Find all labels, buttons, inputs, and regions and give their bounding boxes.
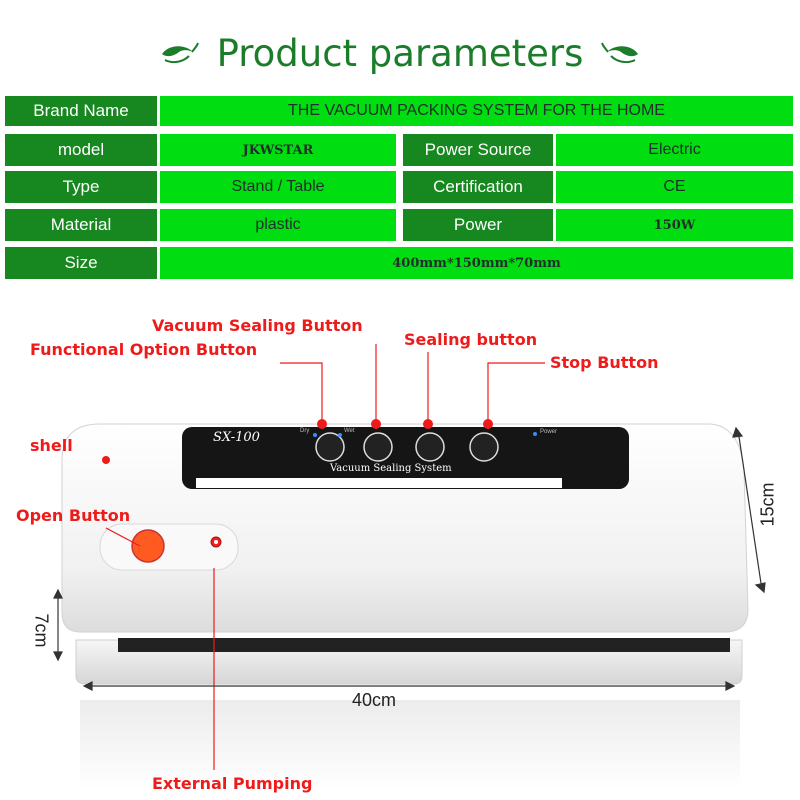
callout-shell: shell xyxy=(30,436,73,455)
dimension-width: 40cm xyxy=(352,690,397,710)
panel-model-label: SX-100 xyxy=(213,430,260,445)
row-value: plastic xyxy=(160,209,396,241)
row-label: Brand Name xyxy=(5,96,157,126)
row-value: 400mm*150mm*70mm xyxy=(160,247,793,279)
callout-external-pumping: External Pumping xyxy=(152,774,313,793)
table-row-size: Size 400mm*150mm*70mm xyxy=(5,247,793,279)
panel-wet-label: Wet xyxy=(344,428,355,434)
title-text: Product parameters xyxy=(216,31,584,75)
row-value: JKWSTAR xyxy=(160,134,396,166)
dimension-arrows xyxy=(53,426,766,691)
callout-sealing: Sealing button xyxy=(404,330,538,349)
callout-leaders xyxy=(105,344,545,770)
row-value: THE VACUUM PACKING SYSTEM FOR THE HOME xyxy=(160,96,793,126)
callout-open: Open Button xyxy=(16,506,131,525)
callout-vacuum-sealing: Vacuum Sealing Button xyxy=(152,316,363,335)
page-title: Product parameters xyxy=(0,28,800,78)
chili-pepper-icon xyxy=(161,42,199,64)
vacuum-sealer-illustration xyxy=(53,344,766,790)
row-label: Material xyxy=(5,209,157,241)
row-value-2: 150W xyxy=(556,209,793,241)
row-label: Type xyxy=(5,171,157,203)
table-row-type: Type Stand / Table Certification CE xyxy=(5,171,793,203)
dimension-depth: 7cm xyxy=(31,613,52,648)
row-value-2: Electric xyxy=(556,134,793,166)
row-label-2: Certification xyxy=(403,171,553,203)
open-button-graphic xyxy=(131,529,165,563)
panel-power-label: Power xyxy=(540,429,558,435)
seal-slot xyxy=(118,638,730,652)
chili-pepper-icon xyxy=(601,42,639,64)
row-label: Size xyxy=(5,247,157,279)
front-recess xyxy=(99,523,239,571)
panel-dry-label: Dry xyxy=(300,428,310,434)
row-value-2: CE xyxy=(556,171,793,203)
row-value: Stand / Table xyxy=(160,171,396,203)
table-row-model: model JKWSTAR Power Source Electric xyxy=(5,134,793,166)
callout-functional-option: Functional Option Button xyxy=(30,340,258,359)
table-row-brand: Brand Name THE VACUUM PACKING SYSTEM FOR… xyxy=(5,96,793,126)
row-label-2: Power xyxy=(403,209,553,241)
callout-stop: Stop Button xyxy=(550,353,659,372)
control-panel xyxy=(182,427,629,489)
panel-system-label: Vacuum Sealing System xyxy=(330,463,452,474)
reflection xyxy=(80,700,740,790)
row-label: model xyxy=(5,134,157,166)
row-label-2: Power Source xyxy=(403,134,553,166)
table-row-material: Material plastic Power 150W xyxy=(5,209,793,241)
panel-buttons xyxy=(313,432,537,462)
dimension-height: 15cm xyxy=(757,482,778,527)
callout-dots xyxy=(102,419,493,464)
